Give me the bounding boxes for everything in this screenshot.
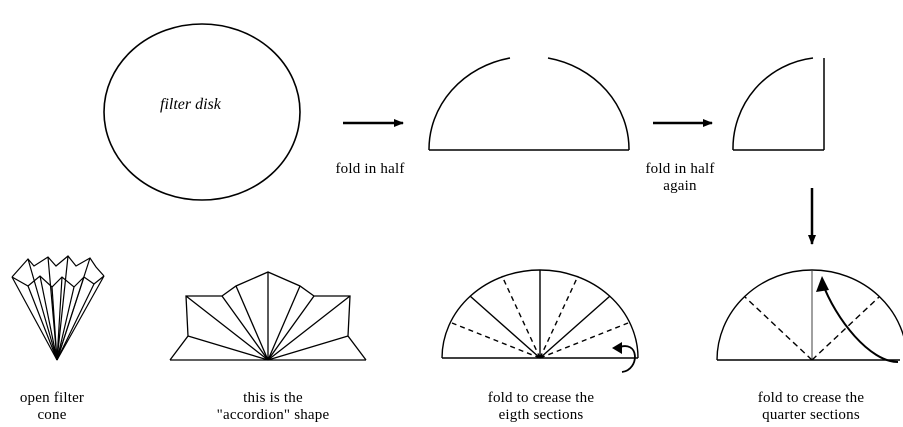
accordion-shape [170,272,366,360]
quarter-sections-shape [717,270,903,362]
filter-disk-label: filter disk [160,96,221,113]
quarter-disk-shape [733,58,824,150]
fold-in-half-label: fold in half [335,161,405,177]
filter-cone-shape [12,256,104,360]
quarter-sections-label: fold to crease the quarter sections [757,390,865,423]
accordion-label: this is the "accordion" shape [216,390,330,423]
eighth-sections-label: fold to crease the eigth sections [487,390,595,423]
filter-disk-circle [104,24,300,200]
half-disk-shape [429,58,629,150]
fold-in-half-again-label: fold in half again [645,161,715,194]
eighth-sections-shape [442,270,638,372]
open-filter-cone-label: open filter cone [19,390,85,423]
